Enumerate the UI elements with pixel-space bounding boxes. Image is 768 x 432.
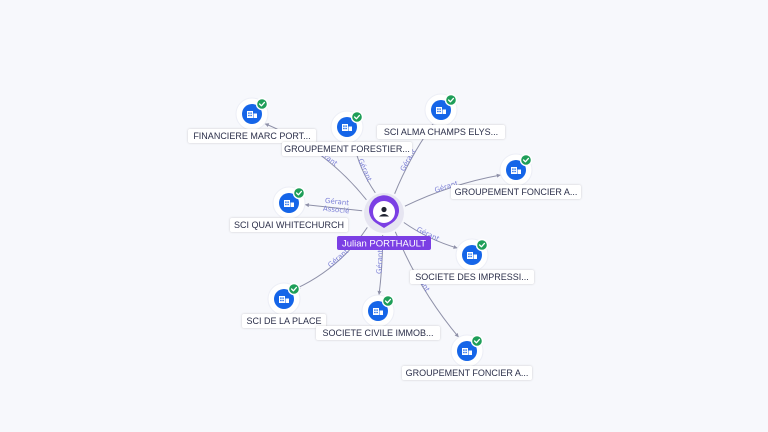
company-node-8[interactable]: GROUPEMENT FONCIER A... <box>402 334 532 380</box>
node-label: FINANCIERE MARC PORT... <box>193 131 310 141</box>
verified-check-icon <box>470 334 484 348</box>
company-node-4[interactable]: SCI QUAI WHITECHURCH <box>230 186 348 232</box>
node-label-box <box>188 129 316 143</box>
node-label: GROUPEMENT FONCIER A... <box>406 368 529 378</box>
edge-arrow <box>304 203 310 208</box>
verified-check-icon <box>350 110 364 124</box>
edge-label: Gérant <box>375 249 384 274</box>
edge-line <box>304 204 363 212</box>
node-label: GROUPEMENT FORESTIER... <box>284 144 410 154</box>
center-label-box <box>337 236 431 250</box>
company-icon <box>284 200 294 207</box>
company-icon <box>511 167 521 174</box>
company-node-1[interactable]: GROUPEMENT FORESTIER... <box>282 110 412 156</box>
company-icon <box>342 124 352 131</box>
center-node[interactable]: Julian PORTHAULT <box>337 193 431 250</box>
edge-arrow <box>377 290 382 296</box>
edge-arrow <box>453 245 458 249</box>
verified-check-icon <box>444 93 458 107</box>
node-label: SCI DE LA PLACE <box>246 316 321 326</box>
company-icon <box>436 107 446 114</box>
node-label-box <box>316 326 440 340</box>
edge-label: Gérant <box>325 197 350 208</box>
node-label-box <box>402 366 532 380</box>
company-node-0[interactable]: FINANCIERE MARC PORT... <box>188 97 316 143</box>
verified-check-icon <box>475 238 489 252</box>
company-icon <box>373 308 383 315</box>
company-node-3[interactable]: GROUPEMENT FONCIER A... <box>451 153 581 199</box>
node-label: GROUPEMENT FONCIER A... <box>455 187 578 197</box>
company-icon <box>467 252 477 259</box>
person-icon <box>379 206 389 217</box>
node-label-box <box>451 185 581 199</box>
edge-label: Associé <box>323 205 350 216</box>
company-icon <box>247 111 257 118</box>
node-label-box <box>377 125 505 139</box>
node-label: SOCIETE DES IMPRESSI... <box>415 272 529 282</box>
company-node-2[interactable]: SCI ALMA CHAMPS ELYS... <box>377 93 505 139</box>
verified-check-icon <box>287 282 301 296</box>
edge-label: Gérant <box>356 157 373 183</box>
node-label-box <box>282 142 412 156</box>
node-label: SOCIETE CIVILE IMMOB... <box>322 328 433 338</box>
edge-arrow <box>264 123 270 127</box>
company-node-7[interactable]: SOCIETE CIVILE IMMOB... <box>316 294 440 340</box>
company-icon <box>279 296 289 303</box>
edge-line <box>295 227 368 290</box>
center-label: Julian PORTHAULT <box>342 239 426 250</box>
edge-arrow <box>454 332 459 338</box>
edge-arrow <box>496 173 501 178</box>
verified-check-icon <box>519 153 533 167</box>
verified-check-icon <box>381 294 395 308</box>
node-label-box <box>242 314 326 328</box>
edge-label: Gérant <box>326 247 350 269</box>
company-node-5[interactable]: SOCIETE DES IMPRESSI... <box>410 238 534 284</box>
verified-check-icon <box>255 97 269 111</box>
node-label: SCI QUAI WHITECHURCH <box>234 220 344 230</box>
node-label: SCI ALMA CHAMPS ELYS... <box>384 127 498 137</box>
company-node-6[interactable]: SCI DE LA PLACE <box>242 282 326 328</box>
verified-check-icon <box>292 186 306 200</box>
company-icon <box>462 348 472 355</box>
node-label-box <box>230 218 348 232</box>
node-label-box <box>410 270 534 284</box>
nodes-layer: FINANCIERE MARC PORT... GROUPEMENT FOREST… <box>188 93 581 380</box>
